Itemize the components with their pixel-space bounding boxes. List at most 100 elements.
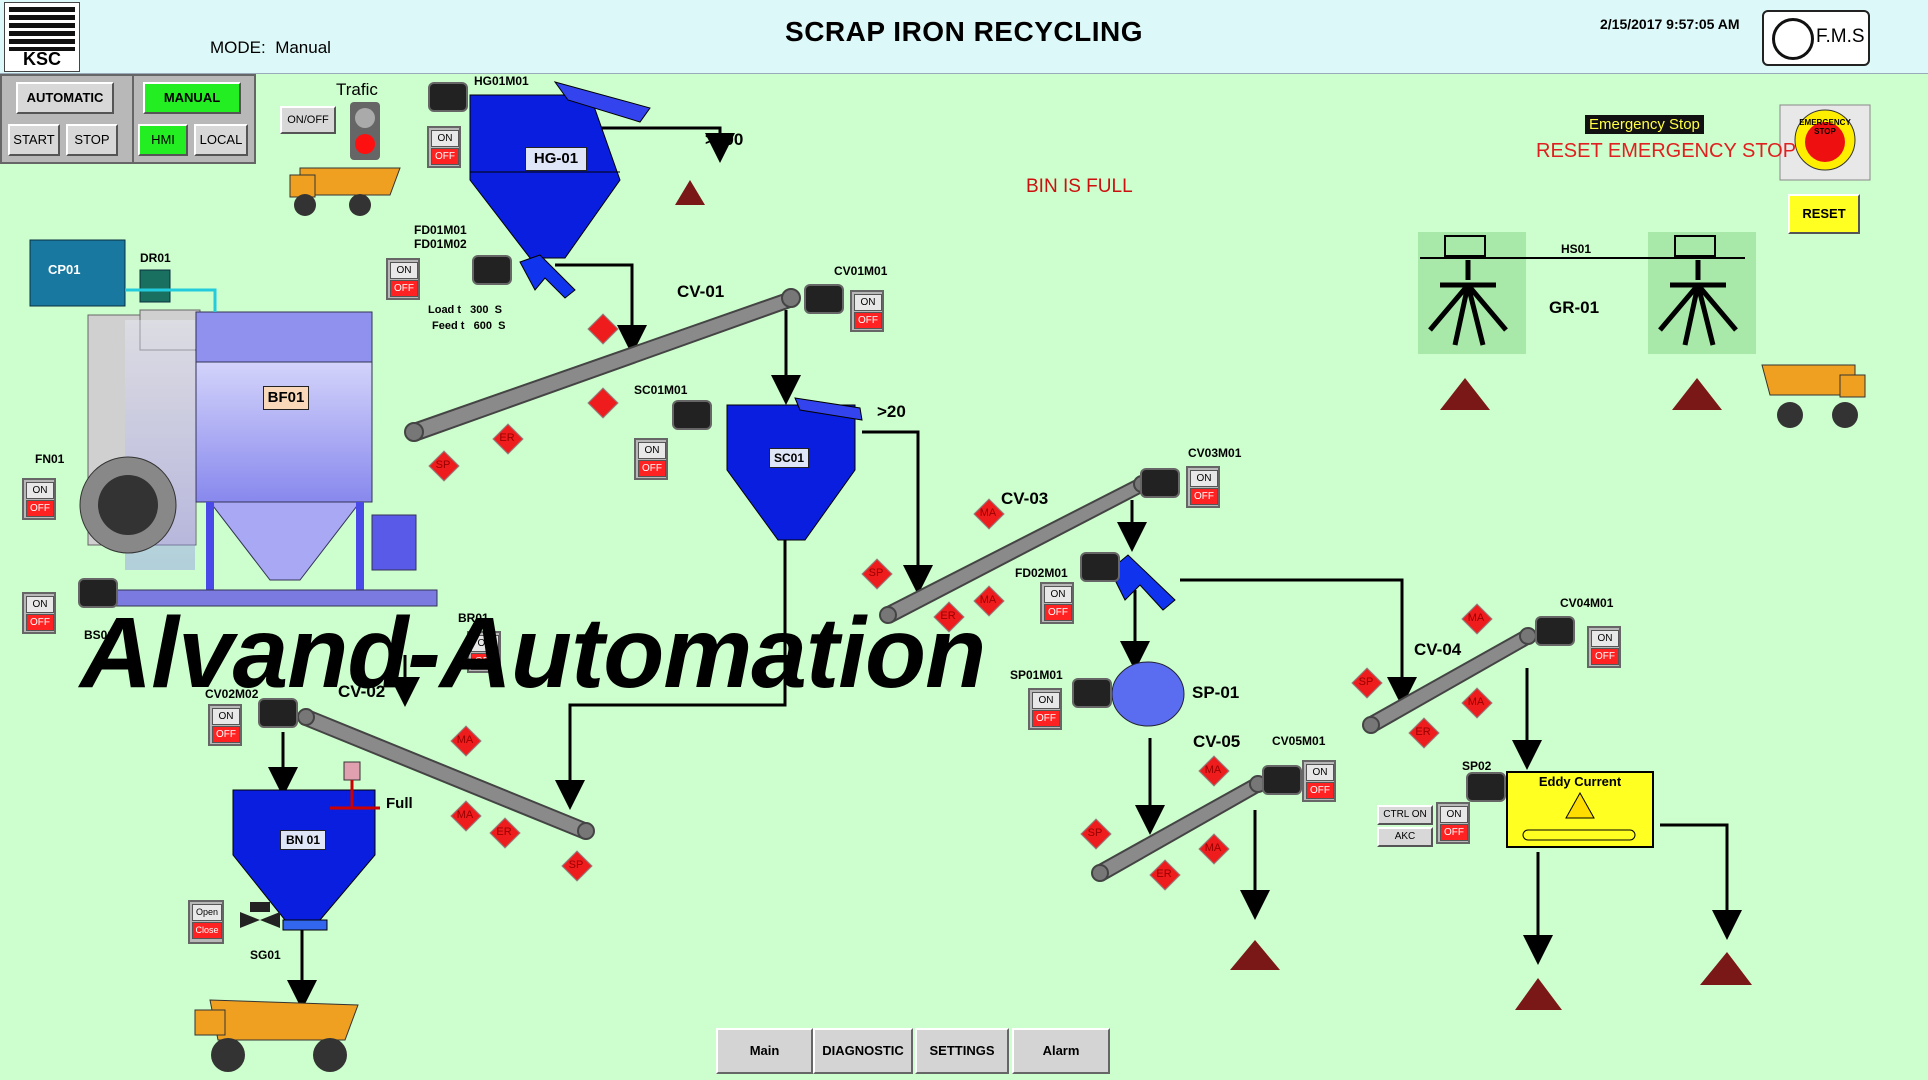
on-button[interactable]: ON [26,482,54,499]
er-indicator-label: ER [1156,868,1172,880]
fms-logo-text: F.M.S [1816,26,1865,47]
gate-close-button[interactable]: Close [192,922,222,939]
gate-sg01 [250,902,270,912]
tag-cv04m01: CV04M01 [1560,596,1614,610]
on-button[interactable]: ON [1190,470,1218,487]
sc01-label: SC01 [769,448,809,468]
off-button[interactable]: OFF [431,148,459,165]
feeder-to-cv01-line [555,263,647,355]
motor-cv02m02 [258,698,298,728]
label-cv01: CV-01 [677,282,725,301]
load-value: 300 [470,304,489,316]
tag-fd02m01: FD02M01 [1015,566,1068,580]
on-button[interactable]: ON [854,294,882,311]
off-button[interactable]: OFF [1032,710,1060,727]
tag-cv02m02: CV02M02 [205,687,259,701]
tag-fd01m01: FD01M01 [414,223,467,237]
ma-indicator-label: MA [979,594,997,606]
on-button[interactable]: ON [1440,806,1468,823]
on-button[interactable]: ON [1306,764,1334,781]
stop-button[interactable]: STOP [66,124,118,156]
gripper-left-icon [1428,260,1508,346]
hmi-button[interactable]: HMI [138,124,188,156]
local-button[interactable]: LOCAL [194,124,248,156]
sp-indicator-label: SP [568,859,584,871]
on-button[interactable]: ON [1044,586,1072,603]
off-button[interactable]: OFF [390,280,418,297]
off-button[interactable]: OFF [854,312,882,329]
automatic-button[interactable]: AUTOMATIC [16,82,114,114]
tag-hs01: HS01 [1561,242,1592,256]
reset-button[interactable]: RESET [1788,194,1860,234]
on-button[interactable]: ON [1591,630,1619,647]
watermark: Alvand-Automation [80,597,986,709]
reset-emergency-stop-text[interactable]: RESET EMERGENCY STOP [1536,140,1797,162]
off-button[interactable]: OFF [26,614,54,631]
off-button[interactable]: OFF [1190,488,1218,505]
bf01-label: BF01 [263,386,309,410]
off-button[interactable]: OFF [1440,824,1468,841]
gr01-label: GR-01 [1549,298,1600,317]
on-button[interactable]: ON [212,708,240,725]
emergency-stop-badge: Emergency Stop [1585,115,1704,134]
compressor-cp01 [29,239,126,307]
off-button[interactable]: OFF [471,653,499,670]
mode-label: MODE: [210,38,266,57]
feed-value: 600 [473,320,492,332]
start-button[interactable]: START [8,124,60,156]
nav-settings-button[interactable]: SETTINGS [915,1028,1009,1074]
load-label: Load t [428,304,461,316]
on-button[interactable]: ON [471,635,499,652]
on-button[interactable]: ON [431,130,459,147]
off-button[interactable]: OFF [26,500,54,517]
motor-sc01m01 [672,400,712,430]
bin-full-indicator: Full [386,795,413,812]
traffic-light-icon [350,102,380,160]
gate-open-button[interactable]: Open [192,904,222,921]
er-indicator-label: ER [496,826,512,838]
on-button[interactable]: ON [26,596,54,613]
akc-button[interactable]: AKC [1377,827,1433,847]
off-button[interactable]: OFF [1591,648,1619,665]
separator-sp01 [1111,661,1185,727]
tag-hg01m01: HG01M01 [474,74,529,88]
motor-sp01m01 [1072,678,1112,708]
sp-indicator-label: SP [435,459,451,471]
hopper-hg01 [469,94,621,259]
nav-main-button[interactable]: Main [716,1028,813,1074]
off-button[interactable]: OFF [212,726,240,743]
fms-logo: F.M.S [1762,10,1870,66]
off-button[interactable]: OFF [1044,604,1072,621]
hg-overflow-line [580,126,735,163]
on-button[interactable]: ON [1032,692,1060,709]
on-button[interactable]: ON [638,442,666,459]
mode-indicator: MODE: Manual [210,38,331,58]
ctrl-on-button[interactable]: CTRL ON [1377,805,1433,825]
sc-size-label: >20 [877,402,906,421]
cp01-label: CP01 [48,262,81,277]
off-button[interactable]: OFF [638,460,666,477]
fd02-to-cv04-line [1180,578,1417,707]
datetime-display: 2/15/2017 9:57:05 AM [1600,16,1740,32]
control-source-panel: MANUAL HMI LOCAL [132,74,256,164]
tag-fd01m02: FD01M02 [414,237,467,251]
traffic-onoff-button[interactable]: ON/OFF [280,106,336,134]
nav-diagnostic-button[interactable]: DIAGNOSTIC [813,1028,913,1074]
truck-bottom-icon [194,999,359,1072]
sc01-overflow-line [862,430,933,595]
nav-alarm-button[interactable]: Alarm [1012,1028,1110,1074]
tag-cv01m01: CV01M01 [834,264,888,278]
tag-br01: BR01 [458,611,489,625]
on-button[interactable]: ON [390,262,418,279]
off-button[interactable]: OFF [1306,782,1334,799]
header-bar [0,0,1928,74]
ma-indicator-label: MA [456,809,474,821]
manual-button[interactable]: MANUAL [143,82,241,114]
ma-indicator-label: MA [1467,612,1485,624]
truck-top-icon [289,167,401,216]
